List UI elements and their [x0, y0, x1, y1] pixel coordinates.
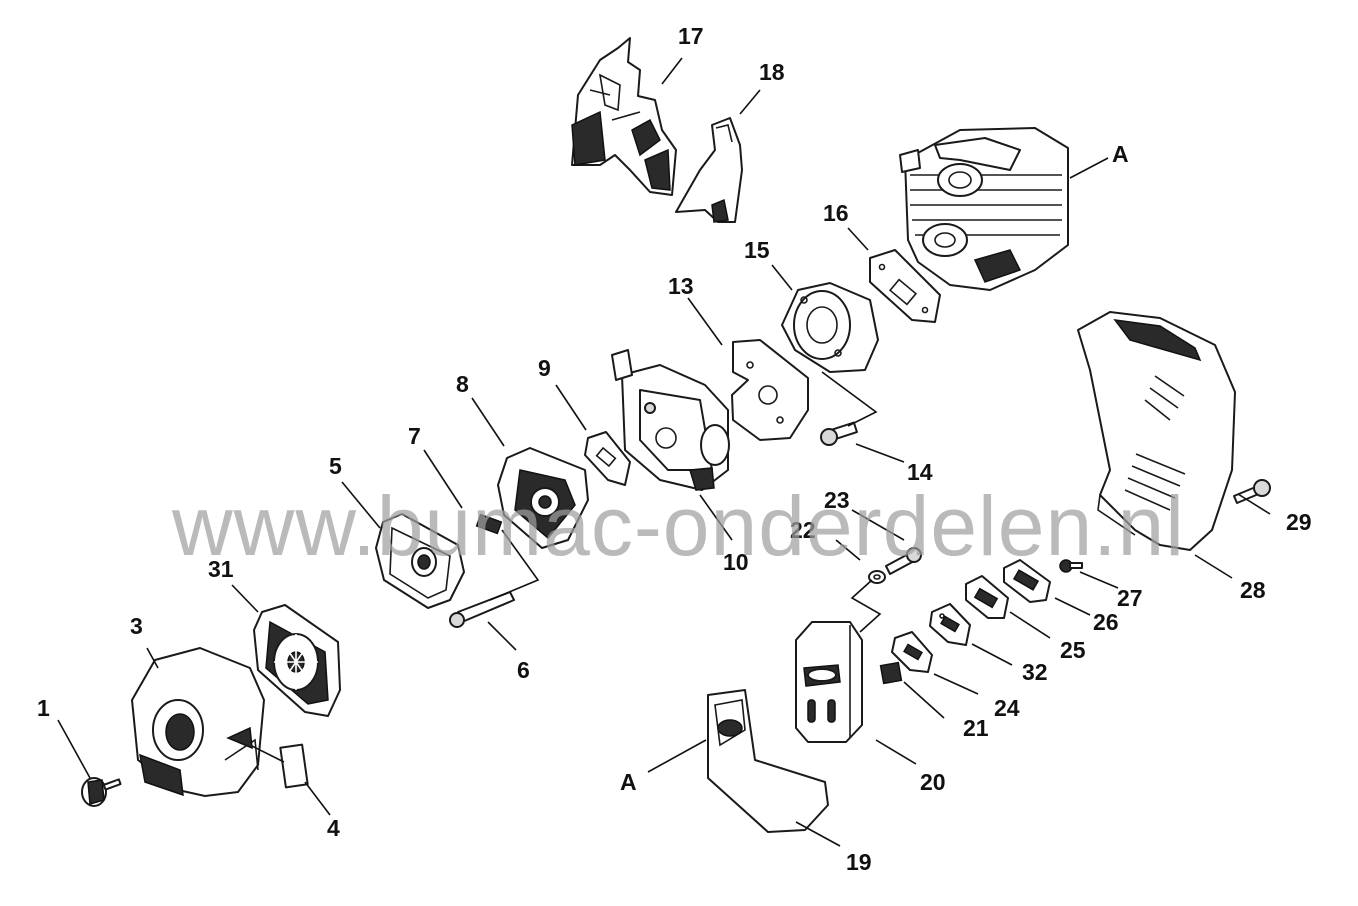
part-4-label [279, 743, 309, 789]
part-32-plate [929, 603, 971, 646]
part-28-muffler-cover [1077, 311, 1236, 551]
callout-5: 5 [329, 453, 342, 479]
part-15-insulator [781, 282, 879, 373]
callout-7: 7 [408, 423, 421, 449]
callout-19: 19 [846, 849, 872, 875]
part-6-screw [449, 591, 515, 628]
callout-28: 28 [1240, 577, 1266, 603]
leader-lines [57, 57, 1271, 847]
callout-14: 14 [907, 459, 933, 485]
callout-18: 18 [759, 59, 785, 85]
part-21-screen [879, 661, 903, 685]
part-9-gasket [584, 431, 631, 486]
callout-20: 20 [920, 769, 946, 795]
part-22-washer [868, 570, 886, 584]
part-8-filter-base [497, 447, 589, 549]
callout-3: 3 [130, 613, 143, 639]
callout-16: 16 [823, 200, 849, 226]
part-14-bolt [820, 421, 858, 446]
callout-15: 15 [744, 237, 770, 263]
part-17-shroud [571, 37, 677, 196]
part-18-cover [675, 117, 743, 223]
website-watermark: www.bumac-onderdelen.nl [172, 479, 1185, 573]
callout-13: 13 [668, 273, 694, 299]
part-10-carburetor [611, 349, 730, 491]
part-7-spacer [475, 513, 503, 535]
callout-17: 17 [678, 23, 704, 49]
part-3-air-cleaner-cover [131, 647, 265, 797]
callout-24: 24 [994, 695, 1020, 721]
callout-6: 6 [517, 657, 530, 683]
callout-1: 1 [37, 695, 50, 721]
part-27-screw [1059, 559, 1083, 573]
callout-10: 10 [723, 549, 749, 575]
part-25-gasket [965, 575, 1009, 619]
part-19-heat-shield [707, 689, 829, 833]
callout-4: 4 [327, 815, 340, 841]
callout-23: 23 [824, 487, 850, 513]
callout-22: 22 [790, 517, 816, 543]
callout-32: 32 [1022, 659, 1048, 685]
part-20-muffler [795, 621, 863, 743]
part-1-knob [81, 777, 122, 807]
callout-26: 26 [1093, 609, 1119, 635]
callout-a-bottom: A [620, 769, 637, 795]
callout-8: 8 [456, 371, 469, 397]
part-16-gasket [869, 249, 941, 323]
callout-29: 29 [1286, 509, 1312, 535]
part-31-filter-screen [253, 604, 341, 717]
part-5-filter-element [375, 513, 465, 609]
part-23-bolt [885, 547, 922, 575]
callout-a-top: A [1112, 141, 1129, 167]
callout-9: 9 [538, 355, 551, 381]
part-a-cylinder [899, 127, 1069, 291]
part-24-gasket [891, 631, 933, 673]
callout-27: 27 [1117, 585, 1143, 611]
callout-25: 25 [1060, 637, 1086, 663]
part-26-plate [1003, 559, 1051, 603]
part-29-bolt [1233, 479, 1271, 504]
callout-31: 31 [208, 556, 234, 582]
callout-21: 21 [963, 715, 989, 741]
callout-labels: 17 18 A 16 15 13 14 9 8 7 5 6 10 31 3 1 … [37, 23, 1312, 875]
part-13-gasket [731, 339, 809, 441]
